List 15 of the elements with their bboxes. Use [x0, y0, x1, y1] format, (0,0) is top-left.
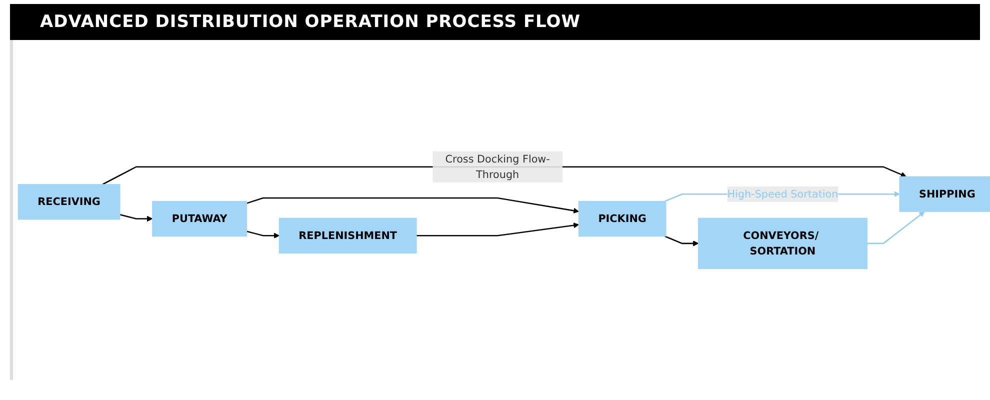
arrow [664, 236, 699, 246]
node-box: PICKING [578, 200, 666, 237]
node-box: SHIPPING [899, 176, 990, 212]
arrow [416, 222, 579, 236]
node-box: REPLENISHMENT [278, 218, 417, 254]
title-bar: ADVANCED DISTRIBUTION OPERATION PROCESS FLOW [10, 4, 980, 40]
edge-label: Cross Docking Flow-Through [445, 152, 550, 180]
node-box: PUTAWAY [152, 200, 248, 237]
arrow [246, 197, 579, 214]
arrow [867, 211, 925, 244]
edge-label: High-Speed Sortation [727, 188, 838, 200]
arrow [246, 230, 280, 238]
node-box: CONVEYORS/ SORTATION [698, 218, 868, 270]
node-box: RECEIVING [18, 184, 120, 220]
arrow [120, 214, 153, 222]
